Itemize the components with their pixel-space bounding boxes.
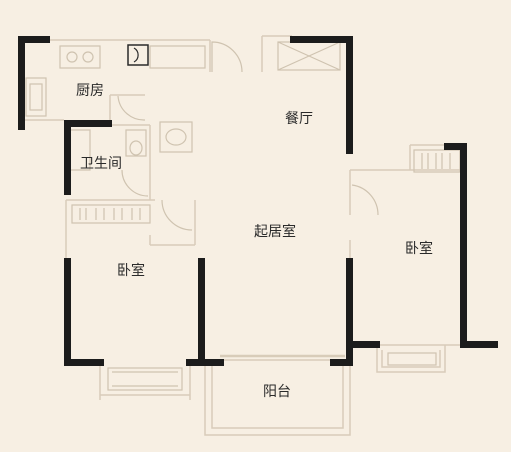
kitchen-range [25, 77, 47, 117]
thick-walls [18, 36, 498, 366]
window-seat-right [387, 352, 437, 366]
wash-basin [159, 121, 193, 153]
room-label-bedroom-right: 卧室 [405, 240, 433, 257]
kitchen-fixtures [25, 45, 206, 117]
room-label-balcony: 阳台 [263, 384, 291, 400]
room-label-kitchen: 厨房 [76, 83, 104, 99]
bathroom-door [121, 169, 149, 197]
room-label-living: 起居室 [254, 223, 296, 240]
bedroom-right-door [351, 184, 379, 216]
wardrobe-left [71, 204, 151, 224]
window-seat-left [107, 367, 183, 391]
door-swings [117, 41, 379, 231]
flue-box [127, 44, 149, 66]
room-label-bathroom: 卫生间 [80, 156, 122, 172]
bathroom-fixtures [69, 121, 193, 171]
room-label-dining: 餐厅 [285, 111, 313, 127]
kitchen-counter [149, 45, 206, 69]
bedroom-left-door [161, 199, 193, 231]
kitchen-sink [59, 45, 101, 69]
toilet [125, 129, 147, 157]
entry-door [211, 41, 243, 73]
room-label-bedroom-left: 卧室 [117, 262, 145, 279]
kitchen-door [117, 95, 146, 121]
